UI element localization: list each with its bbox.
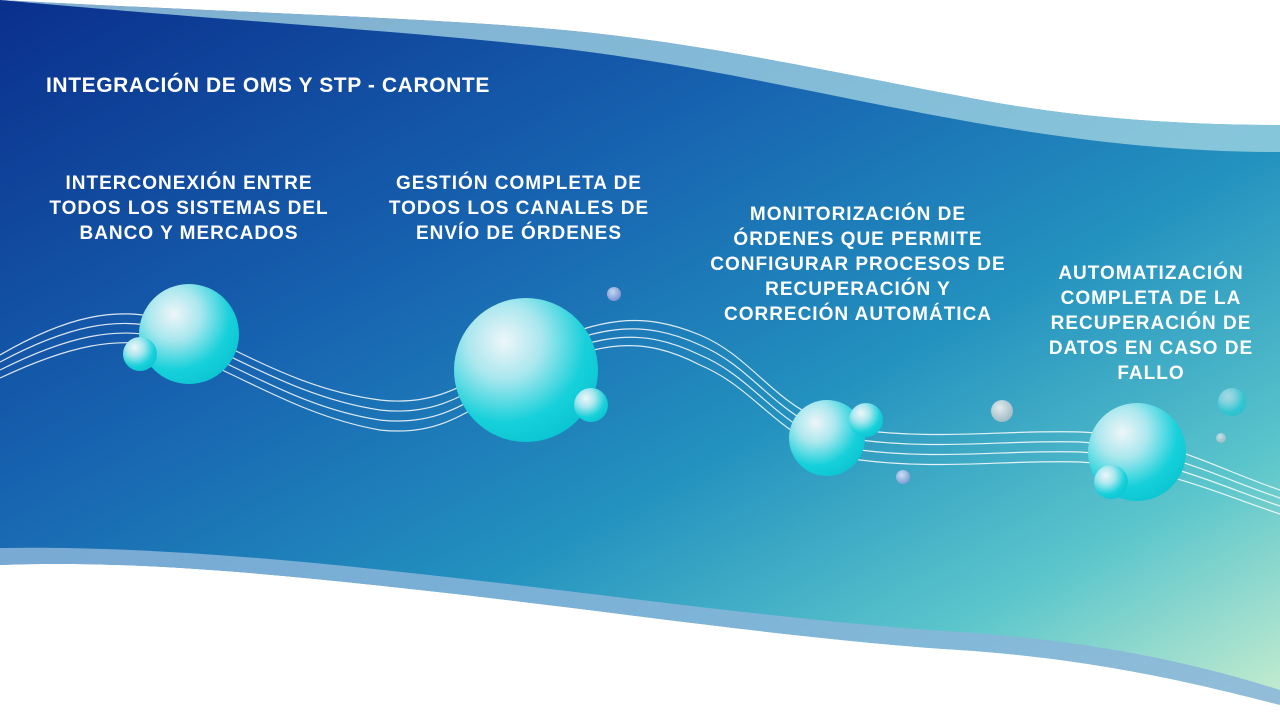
band-shape: [0, 0, 1280, 705]
slide-title: INTEGRACIÓN DE OMS Y STP - CARONTE: [46, 74, 490, 97]
top-edge: [0, 0, 1280, 152]
feature-text-3: MONITORIZACIÓN DE ÓRDENES QUE PERMITE CO…: [710, 204, 1006, 325]
feature-text-2: GESTIÓN COMPLETA DE TODOS LOS CANALES DE…: [388, 173, 650, 244]
feature-text-1: INTERCONEXIÓN ENTRE TODOS LOS SISTEMAS D…: [49, 173, 329, 244]
bottom-edge: [0, 547, 1280, 705]
bubble-icon: [123, 284, 1246, 501]
feature-text-4: AUTOMATIZACIÓN COMPLETA DE LA RECUPERACI…: [1048, 263, 1254, 384]
